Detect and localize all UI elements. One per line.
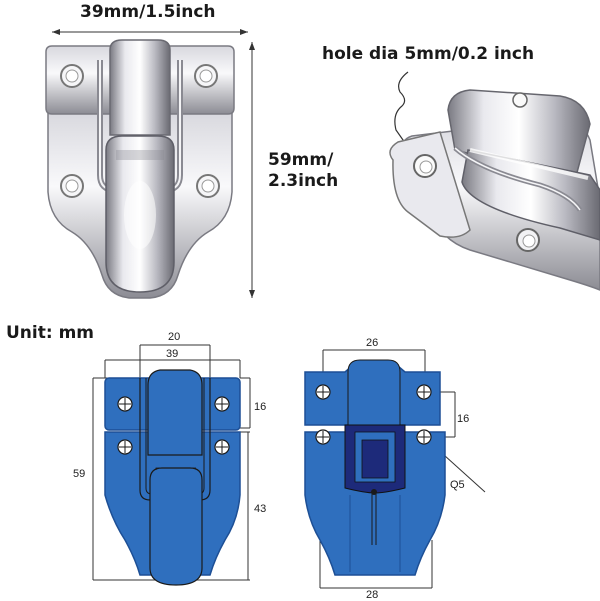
front-dim-59: 59 [73,468,86,480]
unit-label: Unit: mm [6,323,95,343]
front-dim-43: 43 [254,503,267,515]
front-dim-39: 39 [166,348,179,360]
height-dimension-line [249,42,255,298]
hole-pointer-arrow [394,71,411,151]
height-label-line2: 2.3inch [268,171,339,191]
front-dim-20: 20 [168,331,181,343]
mounting-holes [60,64,220,198]
back-dim-16: 16 [457,413,470,425]
back-dim-28: 28 [366,589,379,601]
front-dim-16: 16 [254,401,267,413]
width-label: 39mm/1.5inch [80,2,216,22]
width-dimension-line [52,29,248,35]
hinge-top [109,39,171,136]
hole-diameter-label: hole dia 5mm/0.2 inch [322,44,535,64]
height-label-line1: 59mm/ [268,150,334,170]
back-dim-hole: Q5 [450,479,465,491]
back-dim-26: 26 [366,337,379,349]
